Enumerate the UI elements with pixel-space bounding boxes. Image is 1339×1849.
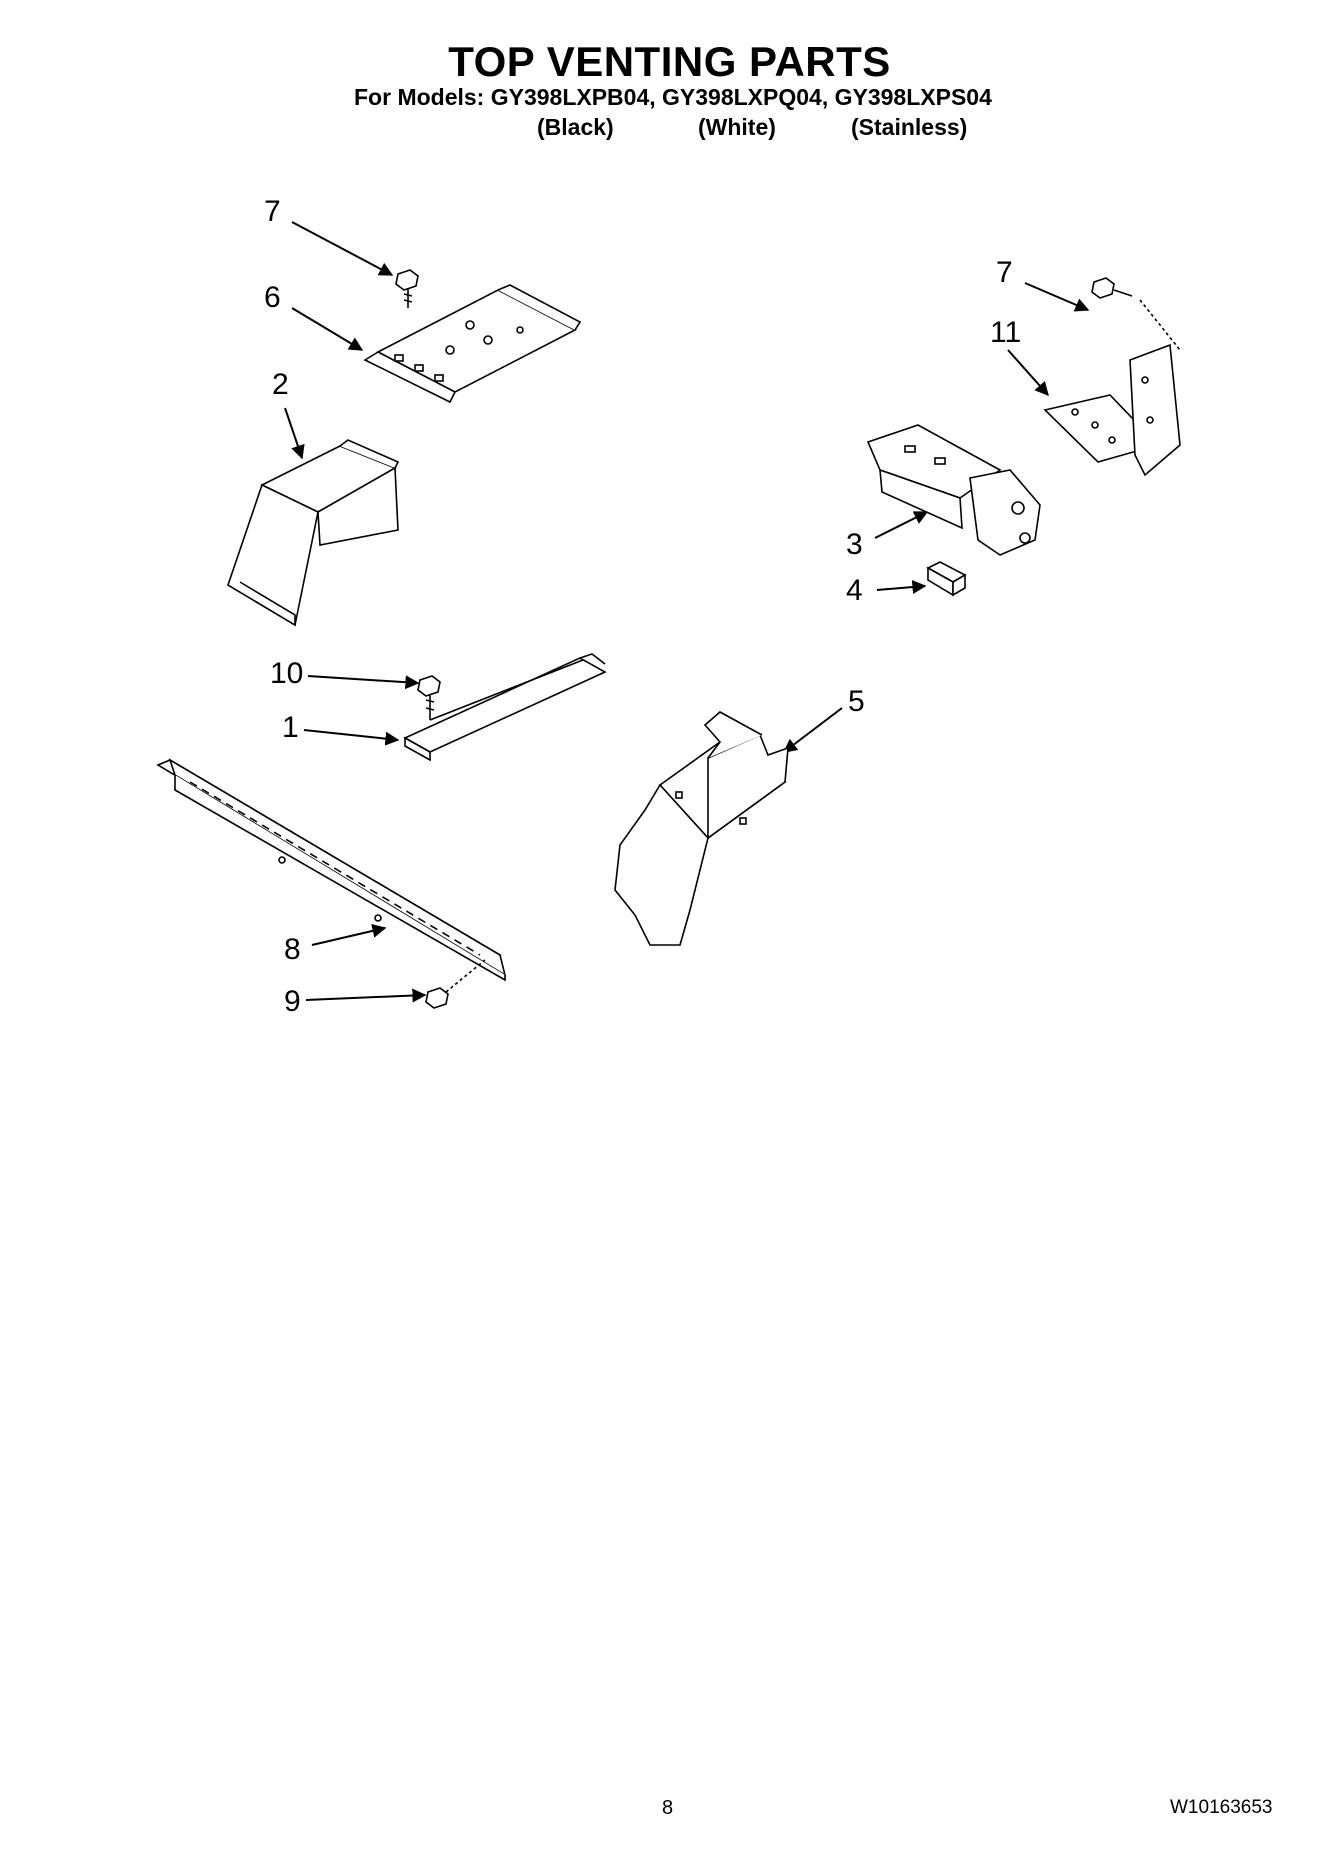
part-8-rail xyxy=(156,758,507,982)
callout-8: 8 xyxy=(284,933,301,966)
callout-2: 2 xyxy=(272,368,289,401)
page-title: TOP VENTING PARTS xyxy=(448,38,891,85)
part-1-strip xyxy=(403,653,607,762)
part-5-duct-channel xyxy=(614,711,789,946)
callout-1: 1 xyxy=(282,711,299,744)
part-6-vent-plate xyxy=(363,284,582,404)
part-4-small-block xyxy=(926,561,967,597)
part-7-screw-left xyxy=(395,269,419,308)
leader-lines xyxy=(284,221,1090,1003)
callout-3: 3 xyxy=(846,528,863,561)
variant-stainless: (Stainless) xyxy=(851,114,968,140)
models-line: For Models: GY398LXPB04, GY398LXPQ04, GY… xyxy=(354,84,992,110)
part-9-screw xyxy=(425,959,486,1009)
callout-7-left: 7 xyxy=(264,195,281,228)
callout-5: 5 xyxy=(848,685,865,718)
document-number: W10163653 xyxy=(1170,1797,1273,1818)
callout-11: 11 xyxy=(990,316,1022,349)
part-2-vent-duct xyxy=(227,439,400,627)
variant-black: (Black) xyxy=(537,114,614,140)
callout-9: 9 xyxy=(284,985,301,1018)
page-number: 8 xyxy=(662,1797,674,1819)
part-11-bracket xyxy=(1043,343,1181,477)
part-3-motor-assembly xyxy=(866,424,1041,556)
callout-6: 6 xyxy=(264,281,281,314)
variant-white: (White) xyxy=(698,114,776,140)
callout-4: 4 xyxy=(846,574,863,607)
callout-7-right: 7 xyxy=(996,256,1013,289)
part-7-screw-right xyxy=(1091,277,1181,351)
callout-10: 10 xyxy=(270,657,304,690)
part-10-screw xyxy=(417,675,441,720)
